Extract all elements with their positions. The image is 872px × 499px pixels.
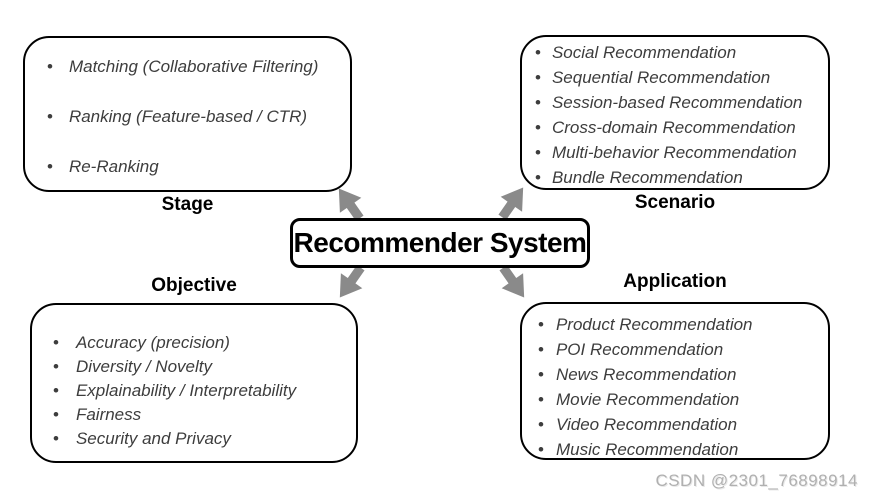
application-box: Product RecommendationPOI Recommendation… [520,302,830,460]
recommender-system-box: Recommender System [290,218,590,268]
bullet-item: Music Recommendation [538,437,828,462]
bullet-item: Re-Ranking [47,142,350,192]
stage-box: Matching (Collaborative Filtering)Rankin… [23,36,352,192]
stage-item-list: Matching (Collaborative Filtering)Rankin… [25,38,350,192]
bullet-item: Session-based Recommendation [535,90,828,115]
bullet-item: Matching (Collaborative Filtering) [47,42,350,92]
bullet-item: Movie Recommendation [538,387,828,412]
bullet-item: Accuracy (precision) [53,331,356,355]
bullet-item: Security and Privacy [53,427,356,451]
bullet-item: Diversity / Novelty [53,355,356,379]
application-item-list: Product RecommendationPOI Recommendation… [522,304,828,462]
csdn-watermark: CSDN @2301_76898914 [655,471,858,490]
bullet-item: Cross-domain Recommendation [535,115,828,140]
bullet-item: Product Recommendation [538,312,828,337]
bullet-item: Social Recommendation [535,40,828,65]
bullet-item: Explainability / Interpretability [53,379,356,403]
bullet-item: Multi-behavior Recommendation [535,140,828,165]
arrow-down-left-icon [339,265,365,298]
objective-label: Objective [151,275,237,296]
bullet-item: Video Recommendation [538,412,828,437]
bullet-item: Sequential Recommendation [535,65,828,90]
arrow-up-left-icon [338,188,364,221]
scenario-item-list: Social RecommendationSequential Recommen… [522,37,828,190]
objective-item-list: Accuracy (precision)Diversity / NoveltyE… [32,305,356,451]
scenario-box: Social RecommendationSequential Recommen… [520,35,830,190]
bullet-item: Fairness [53,403,356,427]
bullet-item: News Recommendation [538,362,828,387]
bullet-item: Bundle Recommendation [535,165,828,190]
bullet-item: Ranking (Feature-based / CTR) [47,92,350,142]
recommender-system-title: Recommender System [293,227,587,258]
application-label: Application [623,271,727,292]
stage-label: Stage [161,194,214,215]
objective-box: Accuracy (precision)Diversity / NoveltyE… [30,303,358,463]
arrow-down-right-icon [499,265,525,298]
bullet-item: POI Recommendation [538,337,828,362]
arrow-up-right-icon [498,187,524,220]
scenario-label: Scenario [634,192,716,213]
